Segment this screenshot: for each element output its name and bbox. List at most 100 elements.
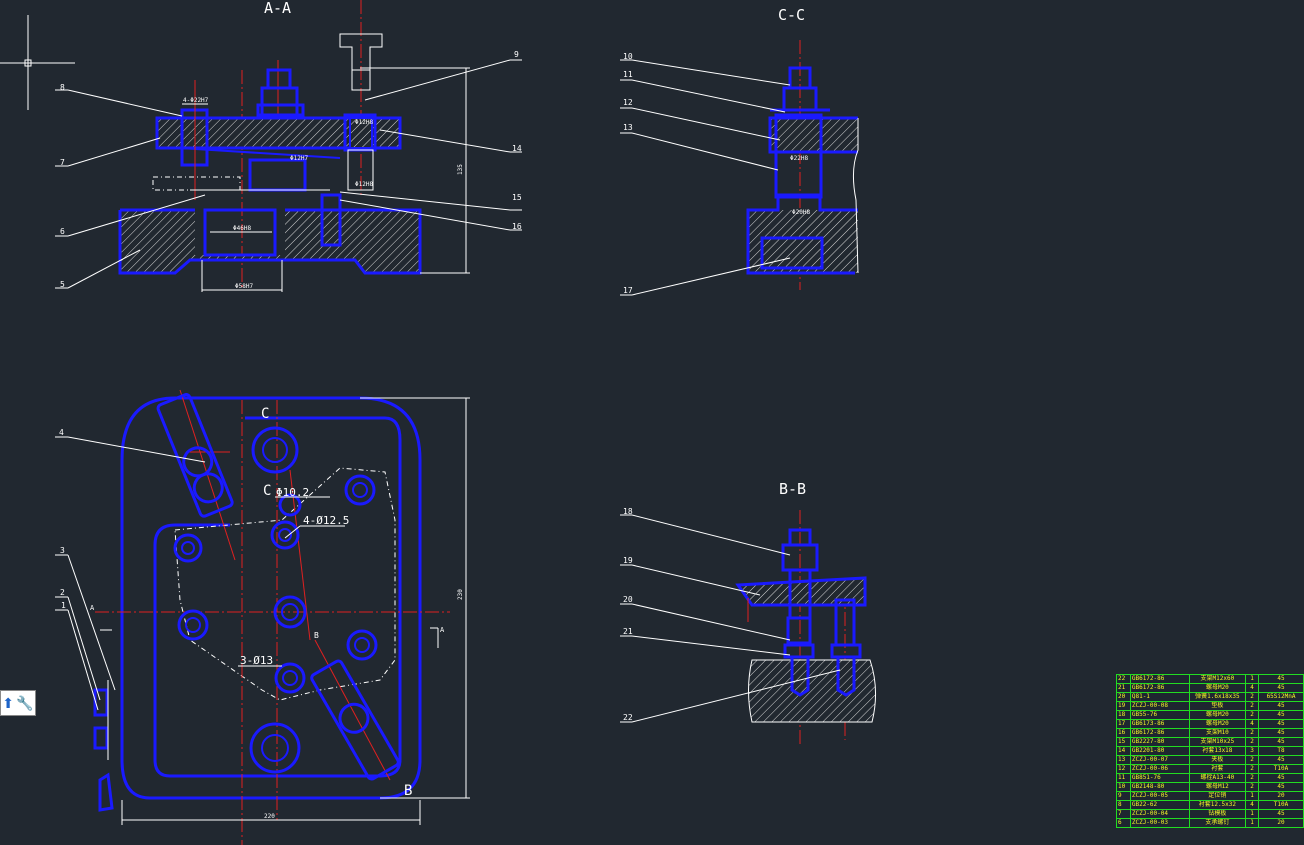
bom-cell: 螺母M20: [1188, 710, 1247, 720]
bom-cell: 夹板: [1188, 755, 1247, 765]
crosshair-cursor: [0, 15, 75, 110]
bom-cell: 15: [1116, 737, 1131, 747]
bom-cell: GB2148-80: [1129, 782, 1190, 792]
bom-cell: T10A: [1258, 764, 1304, 774]
bom-cell: T8: [1258, 746, 1304, 756]
bom-cell: 2: [1245, 737, 1260, 747]
bom-cell: 6: [1116, 818, 1131, 828]
bom-cell: T10A: [1258, 800, 1304, 810]
bom-cell: GB2227-80: [1129, 737, 1190, 747]
bom-cell: 45: [1258, 755, 1304, 765]
callout-13: 13: [623, 123, 633, 132]
callout-2: 2: [60, 588, 65, 597]
bom-cell: 弹簧1.6x18x35: [1188, 692, 1247, 702]
section-cc: C-C Φ22H8 Φ20H8 10 11 12 13 17: [620, 6, 859, 296]
bom-cell: GB851-76: [1129, 773, 1190, 783]
hole-label-125: 4-Ø12.5: [303, 514, 349, 527]
callout-20: 20: [623, 595, 633, 604]
hole-label-102: Φ10.2: [276, 486, 309, 499]
callout-10: 10: [623, 52, 633, 61]
svg-text:Φ12H8: Φ12H8: [355, 119, 373, 126]
bom-cell: 14: [1116, 746, 1131, 756]
svg-text:230: 230: [457, 589, 464, 600]
bom-cell: 支承螺钉: [1188, 818, 1247, 828]
floating-toolbar[interactable]: ⬆ 🔧: [0, 690, 36, 716]
bom-cell: 4: [1245, 683, 1260, 693]
callout-21: 21: [623, 627, 633, 636]
bom-cell: 20: [1258, 818, 1304, 828]
svg-text:Φ12H8: Φ12H8: [355, 181, 373, 188]
bom-cell: 螺母M20: [1188, 719, 1247, 729]
callout-16: 16: [512, 222, 522, 231]
bom-cell: ZCZJ-00-08: [1129, 701, 1190, 711]
section-mark-a-left: A: [90, 604, 95, 612]
bom-cell: 1: [1245, 809, 1260, 819]
bom-cell: 11: [1116, 773, 1131, 783]
bom-cell: ZCZJ-00-05: [1129, 791, 1190, 801]
bom-cell: 16: [1116, 728, 1131, 738]
bom-cell: 衬套13x18: [1188, 746, 1247, 756]
bom-cell: 定位销: [1188, 791, 1247, 801]
bom-cell: 45: [1258, 674, 1304, 684]
bom-cell: GB6172-86: [1129, 674, 1190, 684]
bom-cell: 45: [1258, 719, 1304, 729]
wrench-icon[interactable]: 🔧: [16, 695, 34, 711]
callout-22: 22: [623, 713, 633, 722]
bom-cell: ZCZJ-00-07: [1129, 755, 1190, 765]
bom-cell: 1: [1245, 674, 1260, 684]
bom-cell: 9: [1116, 791, 1131, 801]
bom-cell: 45: [1258, 809, 1304, 819]
section-mark-c-top: C: [261, 406, 269, 422]
bom-cell: ZCZJ-00-06: [1129, 764, 1190, 774]
svg-text:4-Φ22H7: 4-Φ22H7: [183, 97, 209, 104]
hole-label-13: 3-Ø13: [240, 654, 273, 667]
bom-cell: 20: [1258, 791, 1304, 801]
bom-cell: 2: [1245, 710, 1260, 720]
bom-cell: GB55-76: [1129, 710, 1190, 720]
arrow-up-icon[interactable]: ⬆: [2, 695, 14, 711]
bom-cell: 10: [1116, 782, 1131, 792]
bom-cell: 螺母M12: [1188, 782, 1247, 792]
svg-text:Φ58H7: Φ58H7: [235, 283, 253, 290]
bom-cell: 螺栓A13-40: [1188, 773, 1247, 783]
bom-cell: 2: [1245, 728, 1260, 738]
bom-cell: GB2201-80: [1129, 746, 1190, 756]
callout-7: 7: [60, 158, 65, 167]
bom-cell: 垫板: [1188, 701, 1247, 711]
view-title-aa: A-A: [264, 0, 291, 17]
bom-cell: ZCZJ-00-04: [1129, 809, 1190, 819]
bom-cell: 45: [1258, 683, 1304, 693]
callout-15: 15: [512, 193, 522, 202]
bom-cell: 8: [1116, 800, 1131, 810]
bom-cell: 13: [1116, 755, 1131, 765]
bom-cell: 4: [1245, 719, 1260, 729]
bom-cell: 2: [1245, 773, 1260, 783]
bom-cell: 螺母M20: [1188, 683, 1247, 693]
section-bb: B-B 18 19 20 21 22: [620, 480, 876, 745]
bom-cell: 19: [1116, 701, 1131, 711]
bom-cell: GB6172-86: [1129, 728, 1190, 738]
svg-text:Φ20H8: Φ20H8: [792, 209, 810, 216]
bom-cell: 7: [1116, 809, 1131, 819]
plan-view: C C B B A A Φ10.2 4-Ø12.5 3-Ø13 230 220 …: [55, 389, 470, 845]
bom-cell: 2: [1245, 701, 1260, 711]
bom-cell: 2: [1245, 755, 1260, 765]
bom-cell: 12: [1116, 764, 1131, 774]
svg-text:220: 220: [264, 813, 275, 820]
bom-cell: GB6172-86: [1129, 683, 1190, 693]
